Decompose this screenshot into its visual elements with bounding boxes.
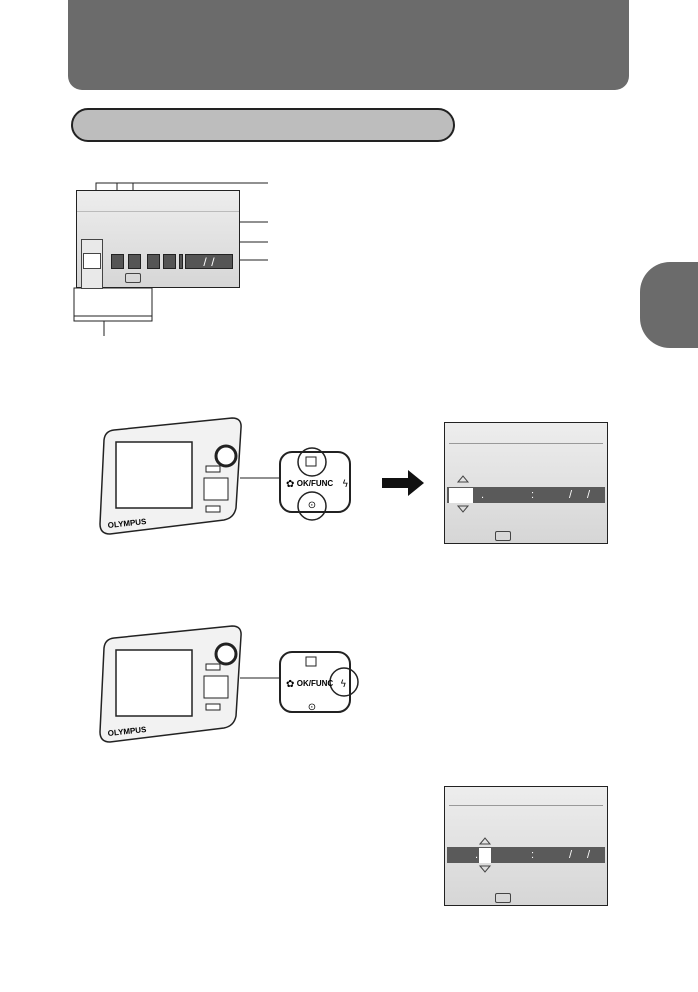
down-arrow-icon-2 [478, 865, 492, 873]
header-bar [68, 0, 629, 90]
camera-illustration-2: OLYMPUS [99, 625, 242, 743]
time-separator-colon-2: : [531, 849, 535, 861]
up-arrow-icon-2 [478, 837, 492, 845]
control-pad-2: OK/FUNC ✿ ϟ ⊙ [240, 651, 359, 713]
date-separator-b: / [587, 489, 591, 501]
self-timer-icon: ⊙ [308, 500, 316, 511]
arrow-right-icon [382, 470, 424, 496]
down-arrow-icon [456, 505, 470, 513]
control-pad-1: OK/FUNC ✿ ϟ ⊙ [240, 447, 351, 521]
date-separator-d: / [587, 849, 591, 861]
ok-button-icon [495, 531, 511, 541]
time-separator-dot: . [481, 489, 485, 501]
setting-screen-step2: . : / / [444, 786, 608, 906]
flash-icon-2: ϟ [340, 679, 347, 690]
ok-button-icon-2 [495, 893, 511, 903]
date-separator-a: / [569, 489, 573, 501]
up-arrow-icon [456, 475, 470, 483]
setting-screen-step1: . : / / [444, 422, 608, 544]
setting-screen-diagram: / / [76, 190, 240, 289]
date-separator-c: / [569, 849, 573, 861]
macro-icon: ✿ [286, 479, 294, 490]
ok-button-icon [125, 273, 141, 283]
brand-label: OLYMPUS [107, 517, 147, 530]
date-separator-1: / [203, 255, 207, 269]
side-tab [640, 262, 698, 348]
brand-label-2: OLYMPUS [107, 725, 147, 738]
time-separator-colon: : [531, 489, 535, 501]
camera-illustration-1: OLYMPUS [99, 417, 242, 535]
ok-func-label: OK/FUNC [297, 479, 334, 488]
ok-func-label-2: OK/FUNC [297, 679, 334, 688]
time-separator-dot-2: . [475, 849, 479, 861]
macro-icon-2: ✿ [286, 679, 294, 690]
section-title-pill [71, 108, 455, 142]
self-timer-icon-2: ⊙ [308, 702, 316, 713]
flash-icon: ϟ [342, 479, 349, 490]
date-separator-2: / [211, 255, 215, 269]
